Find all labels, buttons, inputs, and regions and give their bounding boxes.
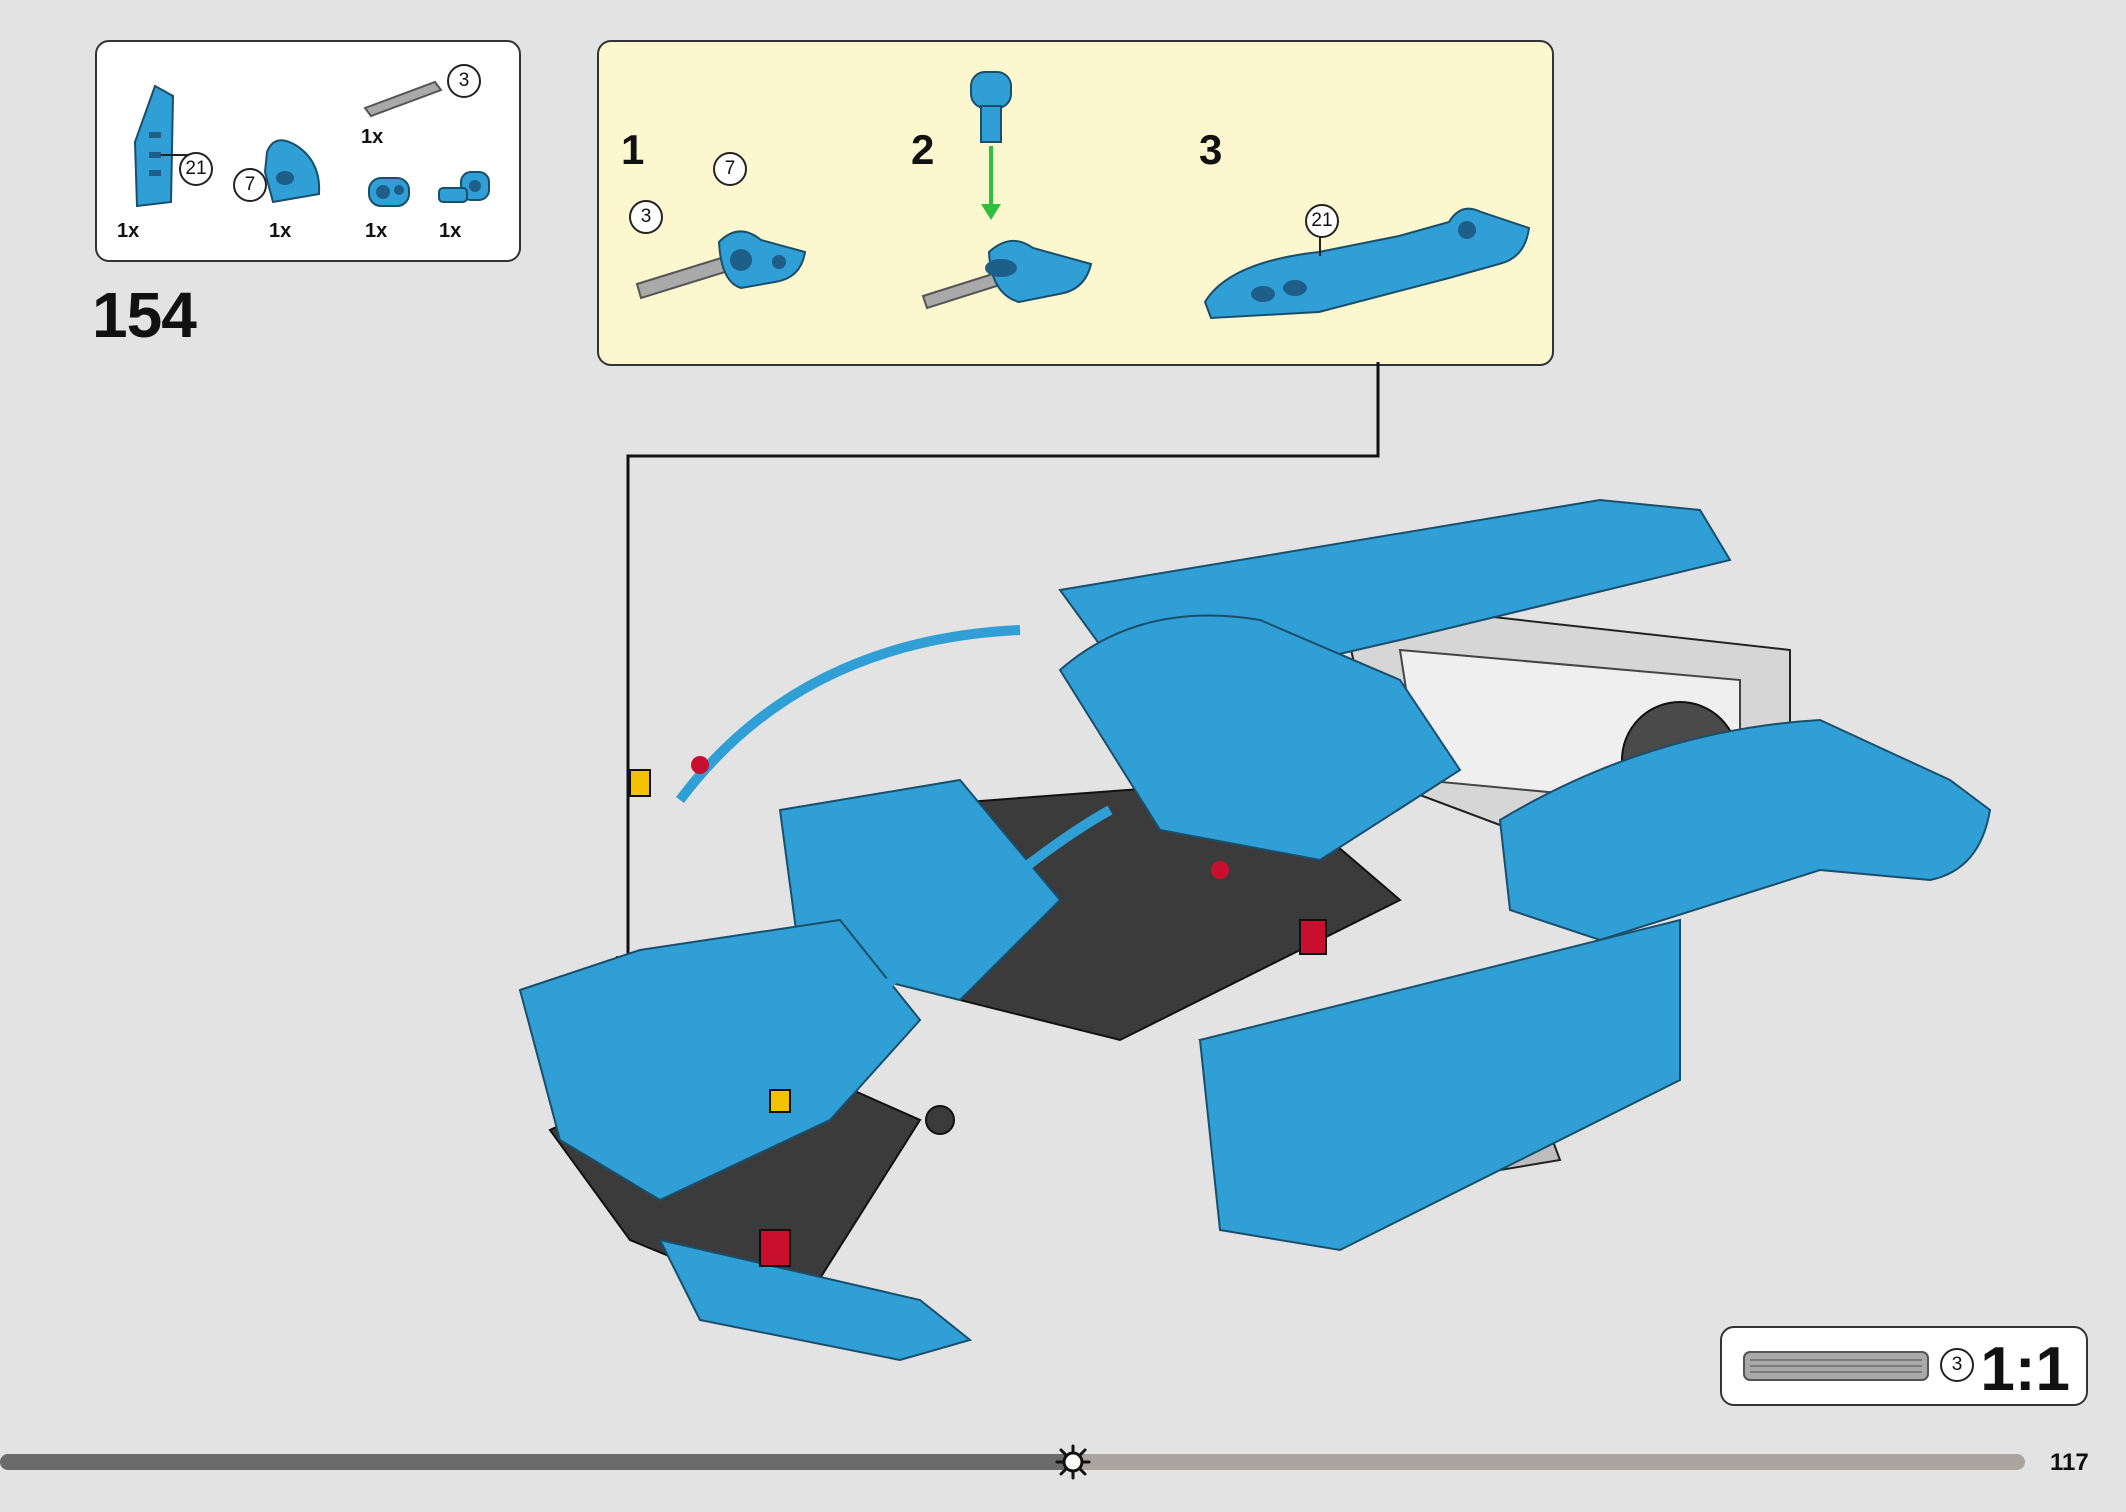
part-qty: 1x (361, 126, 384, 148)
page-progress-bar (0, 1454, 2025, 1470)
part-qty: 1x (365, 220, 388, 242)
axle-connector-icon (368, 177, 410, 207)
progress-fill (0, 1454, 1074, 1470)
sub-step-1-callout-7: 7 (713, 152, 747, 186)
axle-scale-icon (1743, 1351, 1929, 1381)
callout-qty-3: 3 (447, 64, 481, 98)
part-qty: 1x (269, 220, 292, 242)
sub-step-2-number: 2 (911, 126, 935, 173)
sub-step-1-callout-3: 3 (629, 200, 663, 234)
part-qty: 1x (117, 220, 140, 242)
main-model-illustration (518, 498, 1992, 1362)
sub-step-3-number: 3 (1199, 126, 1223, 173)
scale-callout-3: 3 (1940, 1348, 1974, 1382)
curved-panel-icon (263, 139, 321, 204)
sub-step-3-callout-21: 21 (1305, 204, 1339, 238)
sub-step-1-number: 1 (621, 126, 645, 173)
callout-qty-21: 21 (179, 152, 213, 186)
pin-connector-icon (438, 171, 490, 203)
sub-assembly-box: 1 7 3 2 3 21 (597, 40, 1554, 366)
step-number: 154 (92, 279, 197, 351)
gear-icon (1055, 1444, 1091, 1480)
sub-step-1-illustration (635, 230, 807, 300)
long-panel-icon (133, 84, 175, 208)
page-number: 117 (2050, 1449, 2089, 1476)
callout-qty-7: 7 (233, 168, 267, 202)
sub-step-2-illustration (921, 71, 1093, 310)
scale-ratio: 1:1 (1980, 1335, 2070, 1404)
scale-guide-box: 3 1:1 (1720, 1326, 2088, 1406)
sub-step-3-illustration (1203, 207, 1531, 320)
parts-list-box: 21 1x 7 1x 3 1x 1x 1x (95, 40, 521, 262)
axle-icon (363, 80, 443, 118)
part-qty: 1x (439, 220, 462, 242)
